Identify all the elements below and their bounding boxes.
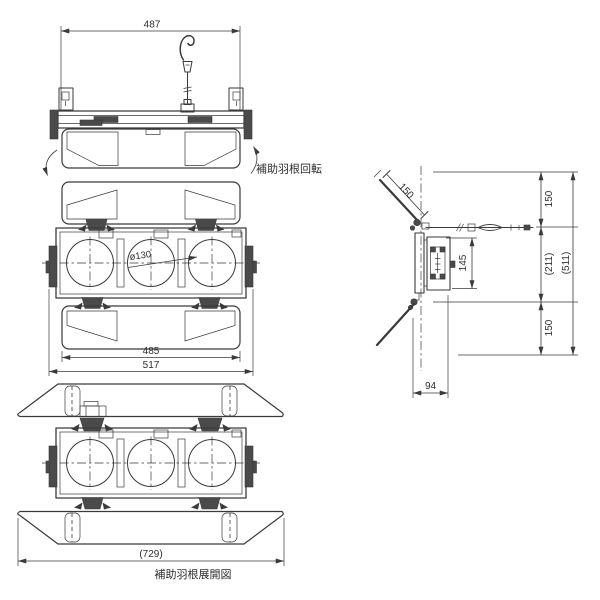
side-view: 150: [373, 166, 578, 398]
dim-485-label: 485: [143, 346, 160, 357]
dim-94-label: 94: [425, 381, 437, 392]
fin-bottom-expanded: [17, 510, 284, 545]
top-hinges-expanded: [71, 417, 231, 432]
bottom-hinges: [74, 297, 228, 310]
dim-150-fin-label: 150: [396, 181, 416, 201]
right-mount-flange: [243, 109, 253, 140]
fin-top-profile: [378, 178, 420, 223]
bottom-hinge-profile: [407, 298, 418, 310]
fin-bottom-profile: [375, 302, 416, 347]
dim-expanded-width: (729): [17, 518, 285, 566]
hanging-hook-icon: [179, 34, 195, 113]
dim-bracket-height: 145: [446, 237, 477, 289]
rotation-arrow-right-icon: [250, 146, 260, 174]
hanger-arm-profile: [425, 223, 534, 232]
signal-body-front-expanded: [42, 427, 260, 499]
fin-top-expanded: [17, 383, 284, 418]
dim-487-label: 487: [144, 20, 161, 31]
signal-body-front: [42, 227, 260, 299]
dim-fin-width: 485: [61, 346, 241, 362]
dim-211-label: (211): [544, 253, 555, 276]
front-view-expanded: (729) 補助羽根展開図: [17, 383, 285, 581]
rotation-caption: 補助羽根回転: [256, 162, 322, 176]
dim-depth: 94: [412, 295, 449, 398]
dim-729-label: (729): [139, 549, 162, 560]
auxiliary-fin-folded-top-view: [61, 128, 241, 169]
rotation-arrow-left-icon: [42, 149, 58, 176]
svg-text:ø130: ø130: [129, 249, 152, 263]
bottom-hinges-expanded: [74, 497, 228, 510]
expanded-caption: 補助羽根展開図: [155, 567, 232, 581]
mounting-plate: [430, 246, 446, 280]
dim-chain-right: 150 (211) 150: [538, 171, 555, 356]
dim-145-label: 145: [458, 254, 469, 271]
fin-top-folded: [61, 181, 241, 225]
dim-overall-width: 517: [48, 289, 254, 376]
dim-150-top-label: 150: [544, 190, 555, 207]
dim-fin-length: 150: [373, 169, 429, 219]
dim-517-label: 517: [143, 360, 160, 371]
left-mount-flange: [49, 109, 59, 140]
signal-body-top-view: [49, 87, 253, 140]
top-hinge-profile: [409, 218, 430, 231]
front-view-folded: ø130 485 517: [42, 181, 260, 376]
lens-diameter-label: ø130: [127, 249, 198, 268]
dim-511-label: (511): [561, 252, 572, 275]
dim-150-bottom-label: 150: [544, 319, 555, 336]
dim-top-width: 487: [60, 20, 241, 110]
body-profile: [411, 232, 456, 301]
side-knob: [449, 260, 456, 268]
fin-bottom-folded: [61, 305, 241, 350]
dim-overall-height: (511): [561, 171, 576, 356]
top-view-folded: 487: [42, 20, 322, 176]
